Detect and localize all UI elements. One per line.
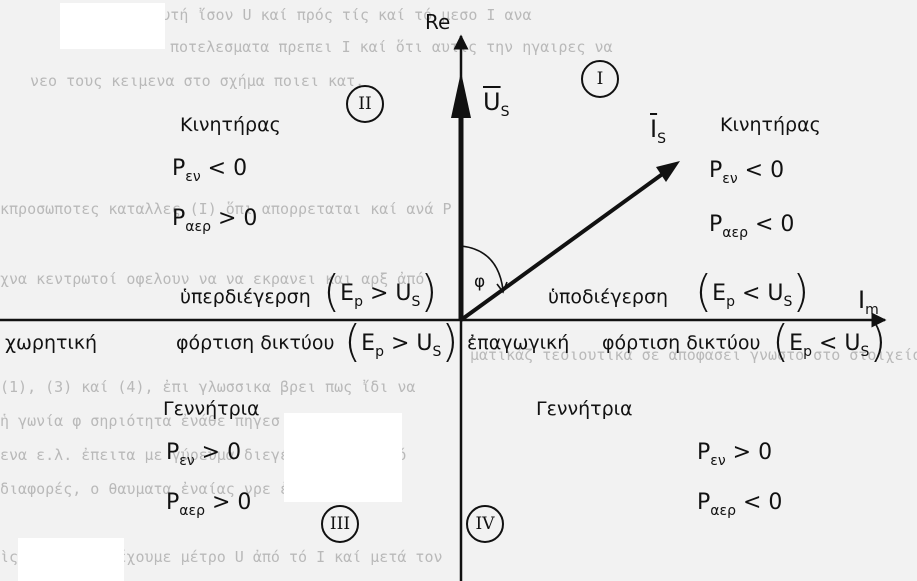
q3-pen-value: > 0 xyxy=(201,440,242,465)
e-sub: p xyxy=(354,294,363,310)
us-vector-label: US xyxy=(483,88,509,120)
inductive-load-relation: (Ep < US) xyxy=(772,316,887,367)
phi-angle-arrow xyxy=(496,281,508,294)
quadrant-1-marker: I xyxy=(581,60,619,98)
e-symbol: E xyxy=(789,331,804,356)
q3-paer-value: > 0 xyxy=(211,490,252,515)
q2-paer-relation: Pαερ > 0 xyxy=(172,206,257,235)
background-text-line: (1), (3) καί (4), ἐπι γλωσσικα βρει πως … xyxy=(0,378,416,396)
quadrant-4-marker: IV xyxy=(466,505,504,543)
e-symbol: E xyxy=(712,281,727,306)
e-sub: p xyxy=(375,344,384,360)
phi-angle-label: φ xyxy=(474,272,486,292)
q1-pen-value: < 0 xyxy=(744,158,785,183)
us-vector-head xyxy=(451,72,471,118)
redaction-box xyxy=(60,3,165,49)
power-aer-sub: αερ xyxy=(722,225,748,241)
motor-label-right: Κινητήρας xyxy=(720,114,821,136)
e-sub: p xyxy=(803,344,812,360)
is-vector-head xyxy=(656,161,680,182)
overexcitation-label: ὑπερδιέγερση xyxy=(180,286,311,308)
imaginary-axis-letter: I xyxy=(858,286,866,314)
inductive-load-label-b: φόρτιση δικτύου xyxy=(602,332,761,354)
q4-pen-relation: Pεν > 0 xyxy=(697,440,772,469)
q4-paer-value: < 0 xyxy=(742,490,783,515)
inductive-load-label-a: ἐπαγωγική xyxy=(467,332,570,354)
e-sub: p xyxy=(726,294,735,310)
u-symbol: U xyxy=(416,331,433,356)
u-symbol: U xyxy=(844,331,861,356)
gt-symbol: > xyxy=(390,331,410,356)
u-sub: S xyxy=(783,294,793,310)
q4-pen-value: > 0 xyxy=(732,440,773,465)
u-symbol: U xyxy=(767,281,784,306)
q1-paer-value: < 0 xyxy=(754,212,795,237)
power-aer-sub: αερ xyxy=(179,503,205,519)
quadrant-3-marker: III xyxy=(321,505,359,543)
imaginary-axis-sub: m xyxy=(865,302,879,318)
is-vector-label: IS xyxy=(650,115,666,147)
power-aer-sub: αερ xyxy=(710,503,736,519)
quadrant-2-marker: II xyxy=(346,85,384,123)
overexcitation-relation: (Ep > US) xyxy=(323,266,438,317)
e-symbol: E xyxy=(361,331,376,356)
phi-angle-arc xyxy=(460,245,504,291)
power-aer-sub: αερ xyxy=(185,219,211,235)
is-vector xyxy=(459,168,670,322)
u-symbol: U xyxy=(395,281,412,306)
q3-paer-relation: Pαερ > 0 xyxy=(166,490,251,519)
q1-pen-relation: Pεν < 0 xyxy=(709,158,784,187)
power-symbol: P xyxy=(166,490,180,515)
power-symbol: P xyxy=(709,158,723,183)
is-letter: I xyxy=(650,115,658,143)
e-symbol: E xyxy=(340,281,355,306)
us-sub: S xyxy=(500,104,510,120)
u-sub: S xyxy=(411,294,421,310)
redaction-box xyxy=(284,413,402,502)
background-text-line: ωνεται ταυτή ἴσον U καί πρός τίς καί τό … xyxy=(80,6,532,24)
generator-label-left: Γεννήτρια xyxy=(163,398,260,420)
q2-pen-relation: Pεν < 0 xyxy=(172,156,247,185)
power-en-sub: εν xyxy=(185,169,201,185)
underexcitation-relation: (Ep < US) xyxy=(695,266,810,317)
power-symbol: P xyxy=(709,212,723,237)
u-sub: S xyxy=(432,344,442,360)
power-en-sub: εν xyxy=(179,453,195,469)
is-sub: S xyxy=(657,131,666,147)
q2-pen-value: < 0 xyxy=(207,156,248,181)
background-text-line: διαφορές, ο θαυματα ἐναίας νρε ἐφανι πό xyxy=(0,480,353,498)
underexcitation-label: ὑποδιέγερση xyxy=(548,286,669,308)
q1-paer-relation: Pαερ < 0 xyxy=(709,212,794,241)
u-sub: S xyxy=(860,344,870,360)
capacitive-load-label-b: φόρτιση δικτύου xyxy=(176,332,335,354)
power-symbol: P xyxy=(172,206,186,231)
motor-label-left: Κινητήρας xyxy=(180,114,281,136)
background-text-line: ποτελεσματα πρεπει I καί ὅτι αυτις την η… xyxy=(170,38,613,56)
q2-paer-value: > 0 xyxy=(217,206,258,231)
background-text-line: νεο τους κειμενα στο σχήμα ποιει κατ. xyxy=(30,72,365,90)
us-letter: U xyxy=(483,88,501,116)
real-axis-label: Re xyxy=(425,10,451,34)
redaction-box xyxy=(18,538,124,581)
background-text-line: χνα κεντρωτοί οφελουν να να εκρανει και … xyxy=(0,270,425,288)
capacitive-load-label-a: χωρητική xyxy=(5,332,98,354)
imaginary-axis-label: Im xyxy=(858,286,879,318)
q3-pen-relation: Pεν > 0 xyxy=(166,440,241,469)
gt-symbol: > xyxy=(369,281,389,306)
lt-symbol: < xyxy=(741,281,761,306)
capacitive-load-relation: (Ep > US) xyxy=(344,316,459,367)
power-symbol: P xyxy=(697,490,711,515)
power-en-sub: εν xyxy=(722,171,738,187)
lt-symbol: < xyxy=(818,331,838,356)
background-text-line: ματικάζ τεοιουτικα σε αποφασει γνωστο στ… xyxy=(470,346,917,364)
generator-label-right: Γεννήτρια xyxy=(536,398,633,420)
power-symbol: P xyxy=(697,440,711,465)
background-text-line: κπροσωποτες καταλλες (I) ὅπι απορρεταται… xyxy=(0,200,452,218)
power-symbol: P xyxy=(172,156,186,181)
power-symbol: P xyxy=(166,440,180,465)
q4-paer-relation: Pαερ < 0 xyxy=(697,490,782,519)
power-en-sub: εν xyxy=(710,453,726,469)
